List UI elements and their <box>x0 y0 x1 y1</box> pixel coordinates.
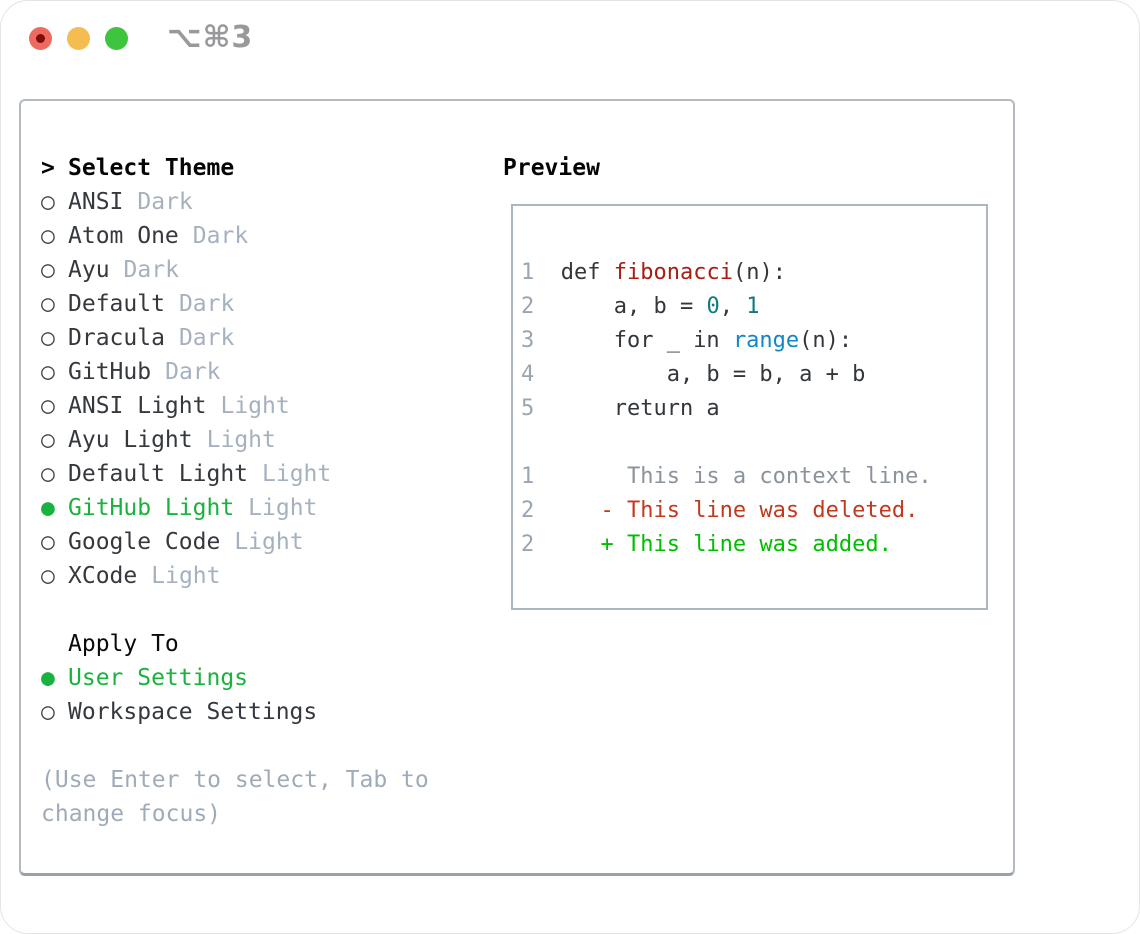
theme-variant: Dark <box>137 189 193 215</box>
theme-name: Atom One <box>68 223 179 249</box>
theme-item-atom-one-dark[interactable]: ○ Atom One Dark <box>41 219 481 253</box>
theme-item-ayu-light[interactable]: ○ Ayu Light Light <box>41 423 481 457</box>
apply-option-user-settings[interactable]: ● User Settings <box>41 661 481 695</box>
theme-variant: Light <box>234 529 304 555</box>
theme-name: Ayu Light <box>68 427 193 453</box>
theme-name: XCode <box>68 563 138 589</box>
theme-list-header: Select Theme <box>68 155 235 181</box>
theme-variant: Dark <box>178 325 235 351</box>
theme-item-default-light[interactable]: ○ Default Light Light <box>41 457 481 491</box>
radio-icon: ○ <box>41 325 55 351</box>
line-number: 1 <box>521 464 535 489</box>
theme-item-ayu-dark[interactable]: ○ Ayu Dark <box>41 253 481 287</box>
close-dot-icon <box>36 34 45 43</box>
line-number: 1 <box>521 260 535 285</box>
radio-selected-icon: ● <box>41 495 55 521</box>
diff-context-line: 1 This is a context line. <box>521 464 932 489</box>
hint-text-line2: change focus) <box>41 801 222 827</box>
radio-icon: ○ <box>41 699 55 725</box>
theme-item-ansi-dark[interactable]: ○ ANSI Dark <box>41 185 481 219</box>
spacer <box>41 593 481 627</box>
radio-icon: ○ <box>41 461 55 487</box>
apply-option-label: Workspace Settings <box>68 699 318 725</box>
radio-icon: ○ <box>41 291 55 317</box>
line-number: 3 <box>521 328 535 353</box>
theme-name: Default Light <box>68 461 249 487</box>
theme-name: Ayu <box>68 257 110 283</box>
radio-icon: ○ <box>41 257 55 283</box>
code-line: 1 def fibonacci(n): <box>521 260 786 285</box>
prompt-caret-icon: > <box>41 155 55 181</box>
apply-option-workspace-settings[interactable]: ○ Workspace Settings <box>41 695 481 729</box>
theme-name: Default <box>68 291 165 317</box>
radio-icon: ○ <box>41 563 55 589</box>
code-line: 4 a, b = b, a + b <box>521 362 866 387</box>
line-number: 4 <box>521 362 535 387</box>
theme-name: ANSI <box>68 189 124 215</box>
theme-list-header-row: > Select Theme <box>41 151 481 185</box>
radio-icon: ○ <box>41 393 55 419</box>
theme-item-default-dark[interactable]: ○ Default Dark <box>41 287 481 321</box>
diff-deleted-line: 2 - This line was deleted. <box>521 498 919 523</box>
theme-variant: Dark <box>178 291 235 317</box>
minimize-button[interactable] <box>67 27 90 50</box>
theme-variant: Light <box>262 461 332 487</box>
window-title: ⌥⌘3 <box>167 20 254 55</box>
theme-name: GitHub Light <box>68 495 235 521</box>
theme-variant: Dark <box>165 359 221 385</box>
code-line: 2 a, b = 0, 1 <box>521 294 760 319</box>
titlebar: ⌥⌘3 <box>1 1 1139 76</box>
apply-to-header-row: Apply To <box>41 627 481 661</box>
radio-icon: ○ <box>41 189 55 215</box>
theme-variant: Light <box>248 495 318 521</box>
theme-name: GitHub <box>68 359 152 385</box>
spacer <box>41 729 481 763</box>
radio-icon: ○ <box>41 223 55 249</box>
diff-added-line: 2 + This line was added. <box>521 532 892 557</box>
radio-icon: ○ <box>41 529 55 555</box>
preview-header: Preview <box>503 155 600 181</box>
apply-option-label: User Settings <box>68 665 249 691</box>
radio-selected-icon: ● <box>41 665 55 691</box>
line-number: 5 <box>521 396 535 421</box>
theme-item-ansi-light[interactable]: ○ ANSI Light Light <box>41 389 481 423</box>
zoom-button[interactable] <box>105 27 128 50</box>
line-number: 2 <box>521 532 535 557</box>
theme-item-github-dark[interactable]: ○ GitHub Dark <box>41 355 481 389</box>
theme-name: Google Code <box>68 529 221 555</box>
theme-item-xcode-light[interactable]: ○ XCode Light <box>41 559 481 593</box>
theme-name: Dracula <box>68 325 165 351</box>
line-number: 2 <box>521 294 535 319</box>
theme-variant: Light <box>151 563 221 589</box>
theme-item-github-light[interactable]: ● GitHub Light Light <box>41 491 481 525</box>
theme-variant: Light <box>220 393 290 419</box>
theme-item-google-code-light[interactable]: ○ Google Code Light <box>41 525 481 559</box>
radio-icon: ○ <box>41 359 55 385</box>
code-line: 5 return a <box>521 396 720 421</box>
hint-text-line1: (Use Enter to select, Tab to <box>41 767 429 793</box>
line-number: 2 <box>521 498 535 523</box>
theme-name: ANSI Light <box>68 393 207 419</box>
apply-to-header: Apply To <box>68 631 179 657</box>
preview-code-box: 1 def fibonacci(n): 2 a, b = 0, 1 3 for … <box>511 204 988 610</box>
close-button[interactable] <box>29 27 52 50</box>
blank-line <box>521 426 986 460</box>
code-line: 3 for _ in range(n): <box>521 328 853 353</box>
theme-variant: Dark <box>123 257 179 283</box>
theme-variant: Light <box>206 427 276 453</box>
theme-item-dracula-dark[interactable]: ○ Dracula Dark <box>41 321 481 355</box>
radio-icon: ○ <box>41 427 55 453</box>
theme-variant: Dark <box>192 223 249 249</box>
